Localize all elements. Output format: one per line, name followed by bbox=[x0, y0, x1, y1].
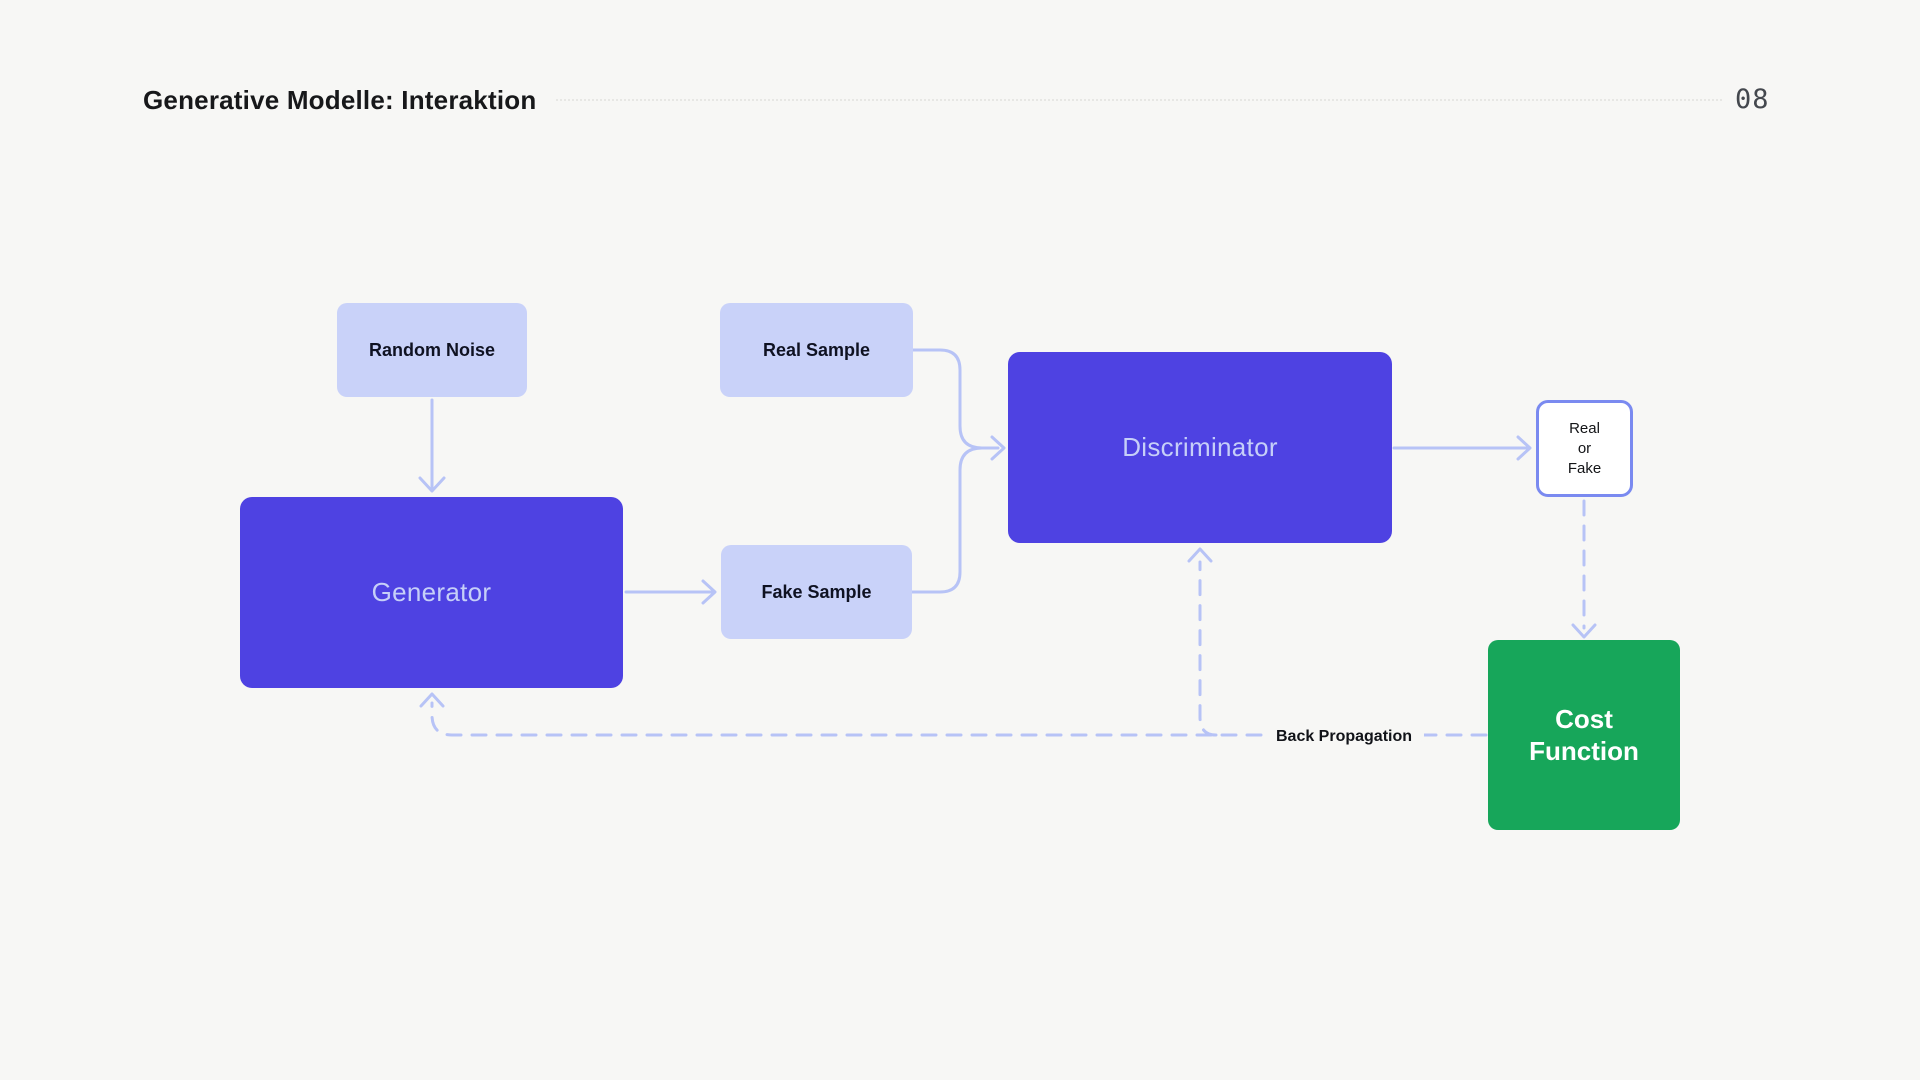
node-discriminator: Discriminator bbox=[1008, 352, 1392, 543]
header-dotted-rule bbox=[556, 99, 1722, 101]
edge-backprop-to-discriminator bbox=[1198, 560, 1218, 737]
arrowhead-down-icon bbox=[1571, 623, 1597, 639]
edge-fake-to-discriminator bbox=[910, 446, 984, 594]
node-label: Cost Function bbox=[1529, 703, 1639, 767]
node-random-noise: Random Noise bbox=[337, 303, 527, 397]
page-title: Generative Modelle: Interaktion bbox=[143, 85, 537, 115]
edge-backprop-to-generator bbox=[430, 701, 1488, 737]
node-label: Real Sample bbox=[762, 339, 871, 360]
node-label: Discriminator bbox=[1122, 432, 1278, 462]
node-fake-sample: Fake Sample bbox=[721, 545, 912, 639]
back-propagation-label: Back Propagation bbox=[1263, 728, 1425, 746]
page-number: 08 bbox=[1735, 84, 1770, 115]
node-label: Real or Fake bbox=[1567, 419, 1602, 477]
node-label: Random Noise bbox=[368, 339, 496, 360]
arrowhead-down-icon bbox=[418, 476, 446, 493]
arrowhead-up-icon bbox=[419, 692, 445, 708]
node-label: Generator bbox=[371, 577, 492, 607]
arrowhead-right-icon bbox=[701, 579, 717, 605]
node-real-or-fake: Real or Fake bbox=[1536, 400, 1633, 497]
edge-real-to-discriminator bbox=[911, 348, 1000, 450]
arrowhead-right-icon bbox=[990, 435, 1006, 461]
node-real-sample: Real Sample bbox=[720, 303, 913, 397]
node-cost-function: Cost Function bbox=[1488, 640, 1680, 830]
node-generator: Generator bbox=[240, 497, 623, 688]
arrowhead-right-icon bbox=[1516, 435, 1532, 461]
node-label: Fake Sample bbox=[761, 581, 872, 602]
arrowhead-up-icon bbox=[1187, 547, 1213, 563]
